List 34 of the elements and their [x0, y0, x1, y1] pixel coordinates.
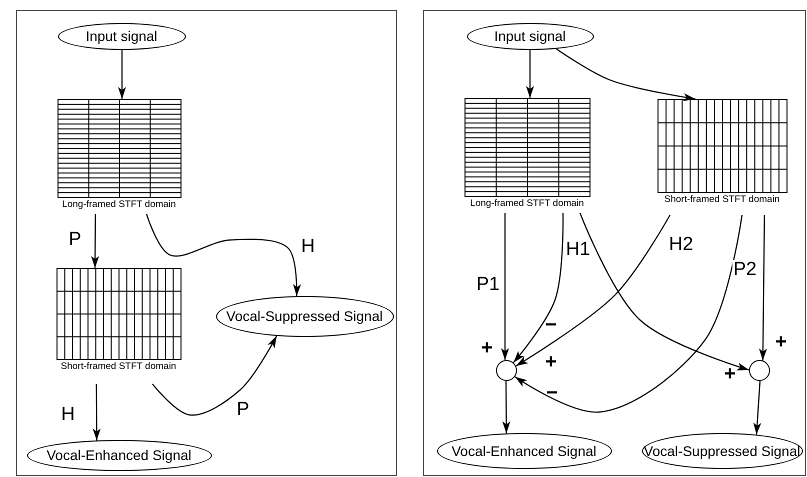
arrow [579, 212, 750, 371]
arrow [526, 50, 534, 98]
sign-label: + [545, 352, 557, 372]
panel-frame [16, 10, 397, 476]
arrow [91, 214, 100, 268]
arrow [753, 380, 762, 435]
arrow [501, 213, 510, 360]
signal-ellipse: Vocal-Enhanced Signal [436, 432, 612, 468]
arrow [92, 384, 101, 440]
grid-caption: Long-framed STFT domain [470, 196, 584, 210]
arrow [118, 50, 126, 99]
sign-label: + [481, 338, 493, 358]
sign-label: − [546, 383, 558, 403]
sign-label: + [724, 364, 736, 384]
signal-ellipse: Vocal-Enhanced Signal [26, 440, 212, 470]
arrow [502, 380, 510, 434]
arrow [146, 214, 301, 296]
arrow [516, 214, 671, 367]
arrow [758, 215, 767, 361]
summing-junction [496, 360, 516, 380]
summing-junction [748, 360, 770, 380]
grid-caption: Short-framed STFT domain [664, 192, 780, 206]
signal-ellipse: Input signal [466, 22, 594, 50]
arrow [152, 336, 278, 416]
grid-caption: Short-framed STFT domain [60, 360, 176, 372]
sign-label: + [775, 332, 787, 352]
arrow [512, 213, 564, 364]
signal-ellipse: Input signal [58, 22, 186, 50]
grid-caption: Long-framed STFT domain [62, 198, 176, 210]
arrow [514, 214, 743, 413]
sign-label: − [545, 315, 557, 335]
signal-ellipse: Vocal-Suppressed Signal [642, 432, 802, 468]
arrow [556, 48, 696, 102]
signal-ellipse: Vocal-Suppressed Signal [216, 296, 394, 336]
